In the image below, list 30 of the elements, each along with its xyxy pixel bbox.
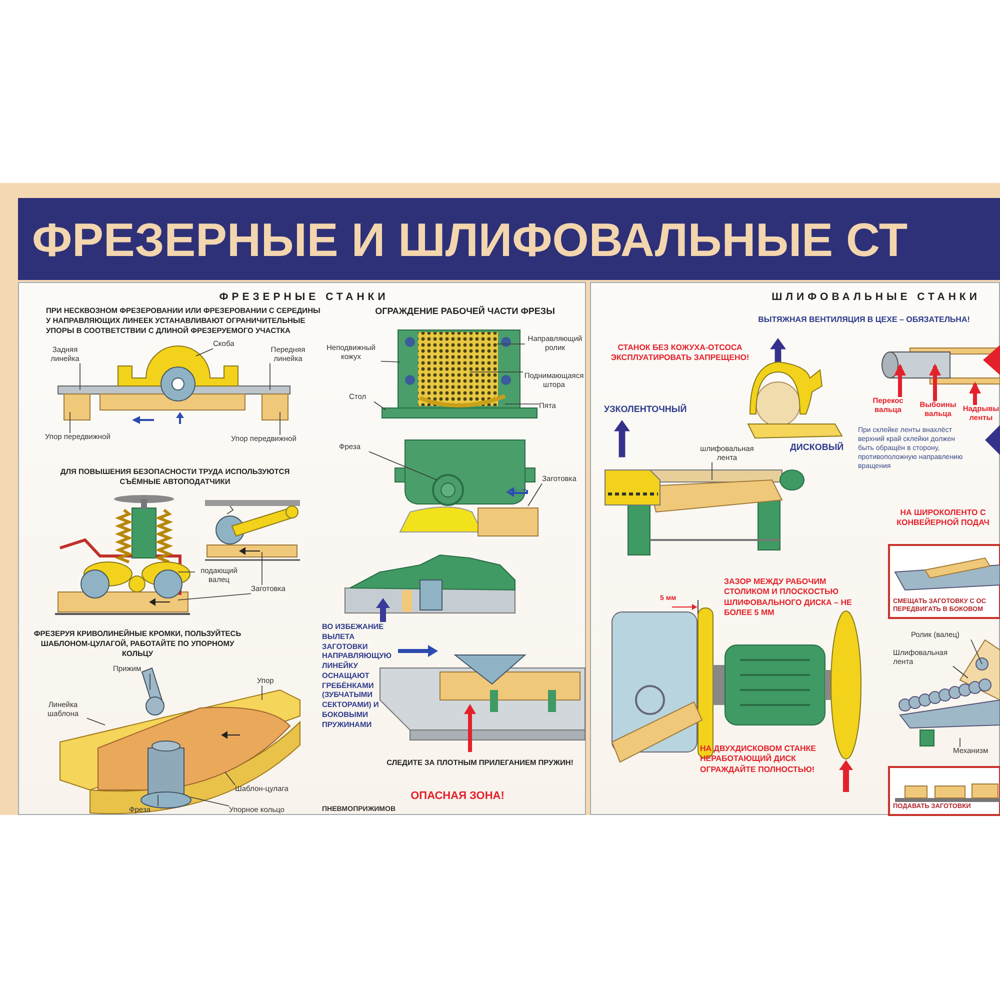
instruction-text: ВЫТЯЖНАЯ ВЕНТИЛЯЦИЯ В ЦЕХЕ – ОБЯЗАТЕЛЬНА!: [757, 315, 971, 326]
leader-line: [952, 666, 968, 678]
leader-line: [380, 360, 400, 362]
warning-text: ЗАЗОР МЕЖДУ РАБОЧИМ СТОЛИКОМ И ПЛОСКОСТЬЮ ШЛИФОВАЛЬНОГО ДИСКА – НЕ БОЛЕЕ 5 ММ: [724, 577, 853, 619]
leader-line: [86, 718, 106, 726]
leader-line: [190, 796, 230, 806]
belt-sander-drawing: [604, 470, 804, 556]
leader-line: [224, 772, 236, 786]
cutter-housing-drawing: [394, 440, 538, 536]
section-heading: ФРЕЗЕРНЫЕ СТАНКИ: [218, 291, 390, 303]
leader-line: [970, 639, 982, 664]
arrow: [929, 364, 941, 401]
autofeeder-drawing: [55, 495, 190, 615]
poster-title: ФРЕЗЕРНЫЕ И ШЛИФОВАЛЬНЫЕ СТ: [32, 212, 908, 266]
leader-line: [374, 401, 386, 410]
section-heading: ШЛИФОВАЛЬНЫЕ СТАНКИ: [770, 291, 982, 303]
arrow: [969, 382, 981, 405]
subheading: ОГРАЖДЕНИЕ РАБОЧЕЙ ЧАСТИ ФРЕЗЫ: [374, 306, 556, 318]
machine-type-label: УЗКОЛЕНТОЧНЫЙ: [604, 404, 688, 416]
warning-text: НА ДВУХДИСКОВОМ СТАНКЕ НЕРАБОТАЮЩИЙ ДИСК ОГРАЖДАЙТЕ ПОЛНОСТЬЮ!: [700, 744, 818, 776]
warning-text: ОПАСНАЯ ЗОНА!: [410, 789, 506, 804]
leader-line: [368, 451, 438, 480]
warning-text: СТАНОК БЕЗ КОЖУХА-ОТСОСА ЭКСПЛУАТИРОВАТЬ ЗАПРЕЩЕНО!: [610, 343, 750, 364]
warning-text: НА ШИРОКОЛЕНТО С КОНВЕЙЕРНОЙ ПОДАЧ: [896, 508, 990, 529]
feed-roller-drawing: [205, 500, 300, 561]
leader-line: [528, 483, 542, 506]
leader-line: [196, 348, 214, 356]
belt-roller-drawing: [882, 348, 1000, 384]
leader-line: [178, 593, 252, 600]
arrow: [894, 364, 906, 397]
